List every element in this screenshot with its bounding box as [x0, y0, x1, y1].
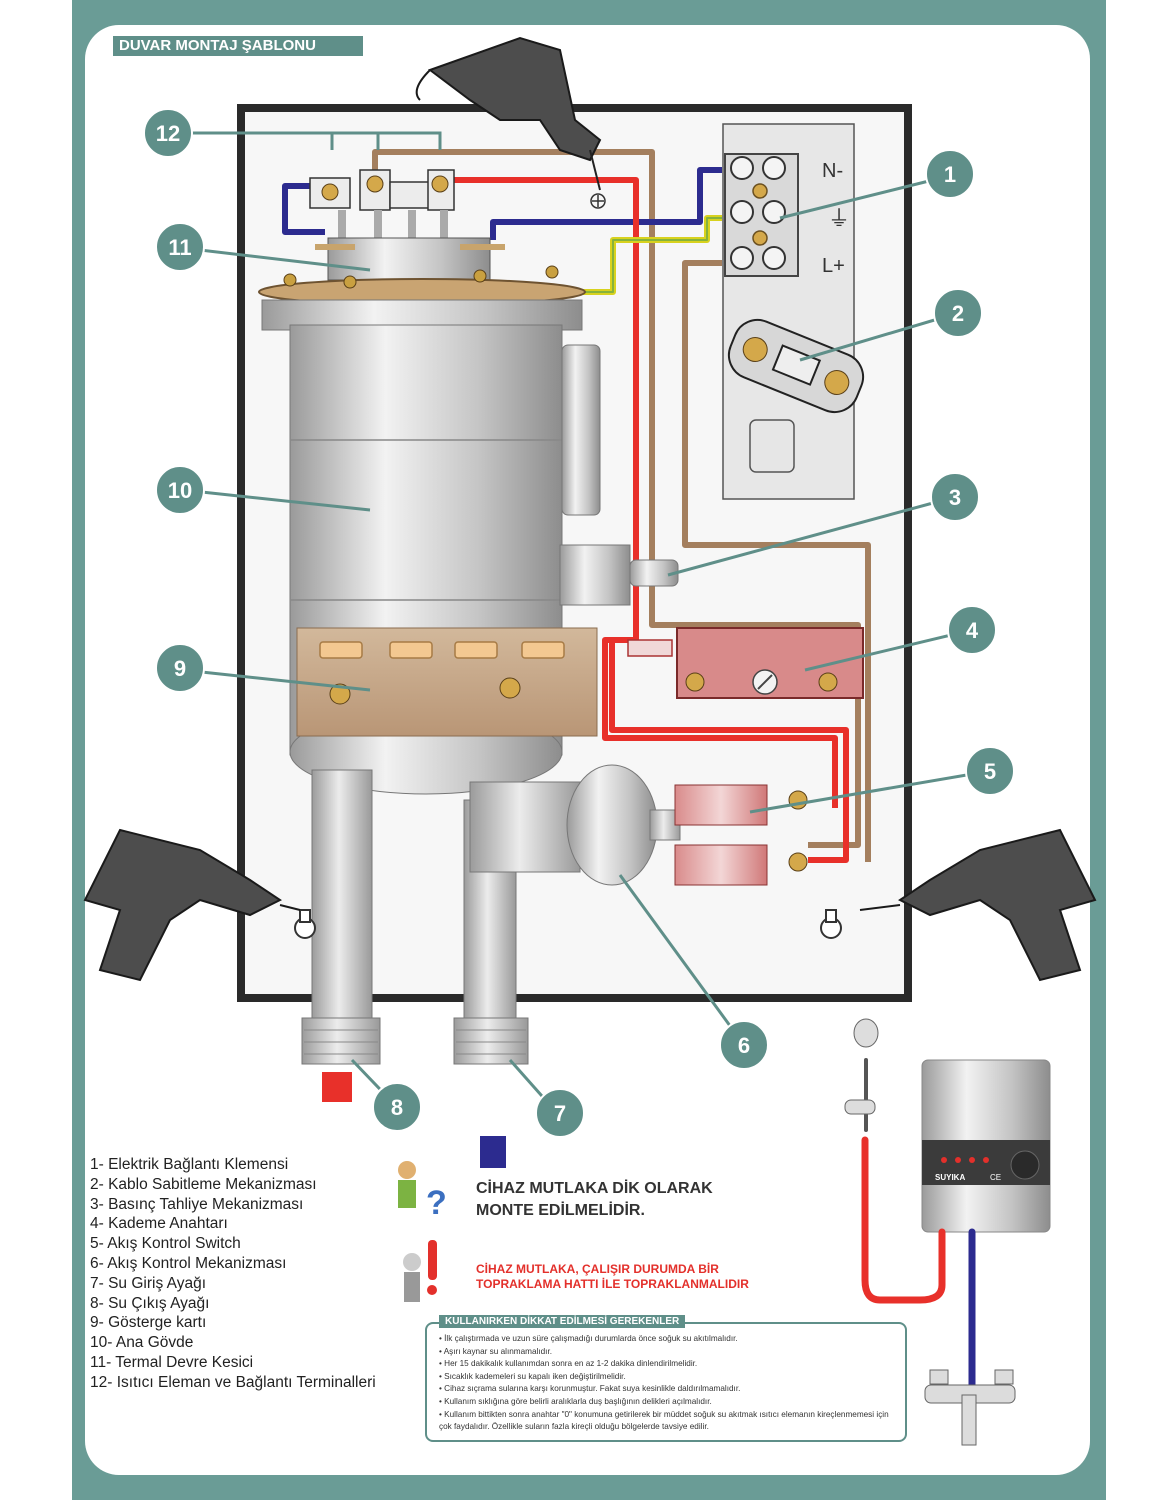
svg-text:10: 10: [168, 478, 192, 503]
svg-text:4: 4: [966, 618, 979, 643]
svg-text:?: ?: [426, 1184, 447, 1222]
live-label: L+: [822, 255, 845, 277]
svg-text:1: 1: [944, 162, 956, 187]
shower-head-icon: [853, 1018, 879, 1048]
legend-item: 9- Gösterge kartı: [90, 1314, 207, 1332]
legend-item: 11- Termal Devre Kesici: [90, 1353, 254, 1371]
drill-icon: [859, 828, 1097, 982]
callout-11: [155, 222, 205, 272]
legend-item: 8- Su Çıkış Ayağı: [90, 1294, 210, 1312]
notice-item: Kullanım sıklığına göre belirli aralıkla…: [439, 1396, 905, 1409]
heater-product-image: SUYIKA CE: [921, 1059, 1051, 1233]
legend-item: 1- Elektrik Bağlantı Klemensi: [90, 1156, 289, 1173]
svg-text:3: 3: [949, 485, 961, 510]
callout-2: [933, 288, 983, 338]
neutral-label: N-: [822, 160, 843, 182]
callout-3: [930, 472, 980, 522]
usage-notice-box: KULLANIRKEN DİKKAT EDİLMESİ GEREKENLER İ…: [425, 1315, 907, 1442]
svg-text:6: 6: [738, 1033, 750, 1058]
callout-8: [372, 1082, 422, 1132]
flow-switch-top: [674, 784, 768, 826]
svg-text:2: 2: [952, 301, 964, 326]
legend-item: 7- Su Giriş Ayağı: [90, 1274, 207, 1292]
svg-text:8: 8: [391, 1095, 403, 1120]
callout-6: [719, 1020, 769, 1070]
notice-item: Her 15 dakikalık kullanımdan sonra en az…: [439, 1358, 905, 1371]
svg-text:5: 5: [984, 759, 996, 784]
legend-item: 3- Basınç Tahliye Mekanizması: [90, 1195, 304, 1213]
heater-terminals: [309, 169, 505, 281]
legend-item: 4- Kademe Anahtarı: [90, 1215, 228, 1233]
legend-item: 2- Kablo Sabitleme Mekanizması: [90, 1175, 317, 1193]
svg-text:9: 9: [174, 656, 186, 681]
svg-text:CE: CE: [990, 1173, 1001, 1182]
pressure-relief: [559, 544, 631, 606]
page-title: DUVAR MONTAJ ŞABLONU: [113, 36, 363, 56]
callout-7: [535, 1088, 585, 1138]
blue-wire: [282, 183, 330, 235]
legend-item: 5- Akış Kontrol Switch: [90, 1235, 241, 1253]
drill-icon: [415, 36, 602, 191]
vertical-mount-warning: CİHAZ MUTLAKA DİK OLARAK MONTE EDİLMELİD…: [476, 1180, 713, 1219]
flow-switch-bottom: [674, 844, 768, 886]
svg-text:12: 12: [156, 121, 180, 146]
red-wire: [450, 177, 838, 808]
notice-title: KULLANIRKEN DİKKAT EDİLMESİ GEREKENLER: [439, 1315, 686, 1328]
blue-marker: [480, 1136, 506, 1168]
svg-text:11: 11: [168, 235, 191, 260]
earth-label: ⏚: [828, 206, 850, 231]
callout-5: [965, 746, 1015, 796]
faucet-icon: [924, 1369, 1016, 1446]
worker-question-icon: ?: [398, 1161, 447, 1222]
notice-item: Sıcaklık kademeleri su kapalı iken değiş…: [439, 1371, 905, 1384]
parts-legend: 1- Elektrik Bağlantı Klemensi 2- Kablo S…: [90, 1155, 376, 1393]
notice-item: Aşırı kaynar su alınmamalıdır.: [439, 1346, 905, 1359]
drill-icon: [83, 828, 301, 982]
notice-item: Kullanım bittikten sonra anahtar "0" kon…: [439, 1409, 899, 1434]
outlet-pipe: [311, 769, 373, 1021]
notice-item: İlk çalıştırmada ve uzun süre çalışmadığ…: [439, 1333, 905, 1346]
red-marker: [322, 1072, 352, 1102]
svg-text:7: 7: [554, 1101, 566, 1126]
notice-list: İlk çalıştırmada ve uzun süre çalışmadığ…: [427, 1324, 905, 1434]
worker-warning-icon: [403, 1240, 437, 1302]
flow-control: [566, 764, 658, 886]
callout-1: [925, 149, 975, 199]
red-wire: [609, 640, 849, 863]
notice-item: Cihaz sıçrama sularına karşı korunmuştur…: [439, 1383, 905, 1396]
cable-clamp: [727, 318, 865, 414]
legend-item: 12- Isıtıcı Eleman ve Bağlantı Terminall…: [90, 1373, 376, 1391]
brown-wire: [682, 260, 871, 862]
legend-item: 6- Akış Kontrol Mekanizması: [90, 1254, 287, 1272]
svg-text:SUYIKA: SUYIKA: [935, 1173, 965, 1182]
legend-item: 10- Ana Gövde: [90, 1334, 194, 1352]
callout-12: [143, 108, 193, 158]
callout-9: [155, 643, 205, 693]
yellow-green-wire: [583, 217, 722, 293]
callout-10: [155, 465, 205, 515]
callout-4: [947, 605, 997, 655]
grounding-warning: CİHAZ MUTLAKA, ÇALIŞIR DURUMDA BİR TOPRA…: [476, 1262, 749, 1291]
blue-wire: [490, 167, 722, 240]
brown-wire: [372, 149, 861, 848]
